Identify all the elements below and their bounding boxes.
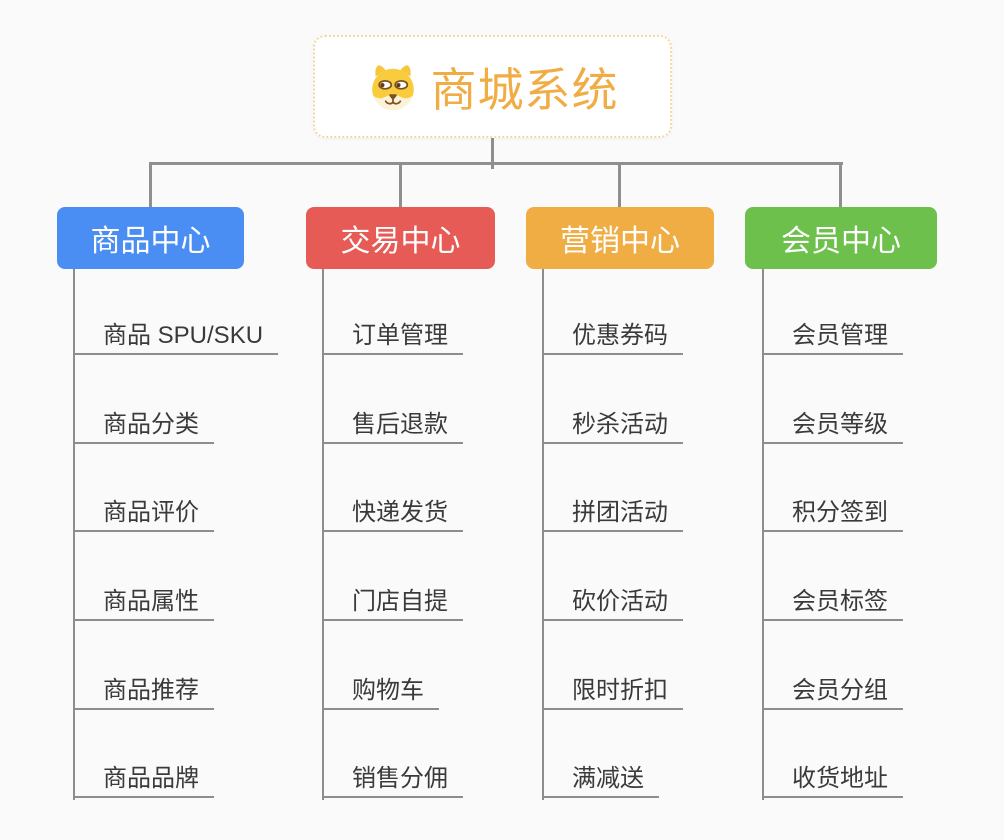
leaf-node[interactable]: 优惠券码 — [542, 319, 683, 355]
leaf-node[interactable]: 商品 SPU/SKU — [73, 319, 279, 355]
leaf-node[interactable]: 销售分佣 — [322, 762, 463, 799]
branch-descender-line — [542, 269, 544, 800]
branch-descender-line — [73, 269, 75, 800]
leaf-node[interactable]: 快递发货 — [322, 496, 463, 533]
branch-node-trade-center[interactable]: 交易中心 — [306, 207, 495, 269]
leaf-node[interactable]: 购物车 — [322, 674, 439, 710]
branch-descender-line — [322, 269, 324, 800]
branch-label: 交易中心 — [340, 225, 461, 258]
connector-trunk-line — [491, 137, 494, 169]
branch-node-product-center[interactable]: 商品中心 — [57, 207, 244, 269]
connector-drop-line — [839, 162, 842, 208]
branch-node-marketing-center[interactable]: 营销中心 — [526, 207, 714, 269]
leaf-node[interactable]: 拼团活动 — [542, 496, 683, 533]
leaf-node[interactable]: 会员标签 — [762, 585, 903, 622]
connector-drop-line — [618, 162, 621, 208]
leaf-node[interactable]: 门店自提 — [322, 585, 463, 622]
connector-drop-line — [399, 162, 402, 208]
leaf-node[interactable]: 订单管理 — [322, 319, 463, 355]
root-node[interactable]: 商城系统 — [313, 35, 672, 138]
leaf-node[interactable]: 满减送 — [542, 762, 659, 799]
leaf-node[interactable]: 砍价活动 — [542, 585, 683, 622]
branch-leaf-list: 商品 SPU/SKU 商品分类 商品评价 商品属性 商品推荐 商品品牌 — [73, 319, 279, 840]
branch-descender-line — [762, 269, 764, 800]
leaf-node[interactable]: 收货地址 — [762, 762, 903, 799]
root-title: 商城系统 — [430, 63, 619, 116]
leaf-node[interactable]: 商品推荐 — [73, 674, 214, 710]
leaf-node[interactable]: 秒杀活动 — [542, 408, 683, 444]
leaf-node[interactable]: 商品评价 — [73, 496, 214, 533]
branch-leaf-list: 订单管理 售后退款 快递发货 门店自提 购物车 销售分佣 — [322, 319, 463, 840]
branch-leaf-list: 优惠券码 秒杀活动 拼团活动 砍价活动 限时折扣 满减送 — [542, 319, 683, 840]
leaf-node[interactable]: 会员管理 — [762, 319, 903, 355]
branch-node-member-center[interactable]: 会员中心 — [745, 207, 937, 269]
branch-label: 营销中心 — [560, 225, 680, 258]
leaf-node[interactable]: 限时折扣 — [542, 674, 683, 710]
leaf-node[interactable]: 商品品牌 — [73, 762, 214, 799]
connector-horizontal-line — [149, 162, 843, 165]
doge-icon — [371, 64, 414, 110]
branch-label: 会员中心 — [781, 225, 901, 258]
connector-drop-line — [149, 162, 152, 208]
leaf-node[interactable]: 会员等级 — [762, 408, 903, 444]
leaf-node[interactable]: 商品属性 — [73, 585, 214, 622]
branch-label: 商品中心 — [90, 225, 211, 258]
leaf-node[interactable]: 售后退款 — [322, 408, 463, 444]
branch-leaf-list: 会员管理 会员等级 积分签到 会员标签 会员分组 收货地址 — [762, 319, 903, 840]
leaf-node[interactable]: 会员分组 — [762, 674, 903, 710]
leaf-node[interactable]: 积分签到 — [762, 496, 903, 533]
leaf-node[interactable]: 商品分类 — [73, 408, 214, 444]
